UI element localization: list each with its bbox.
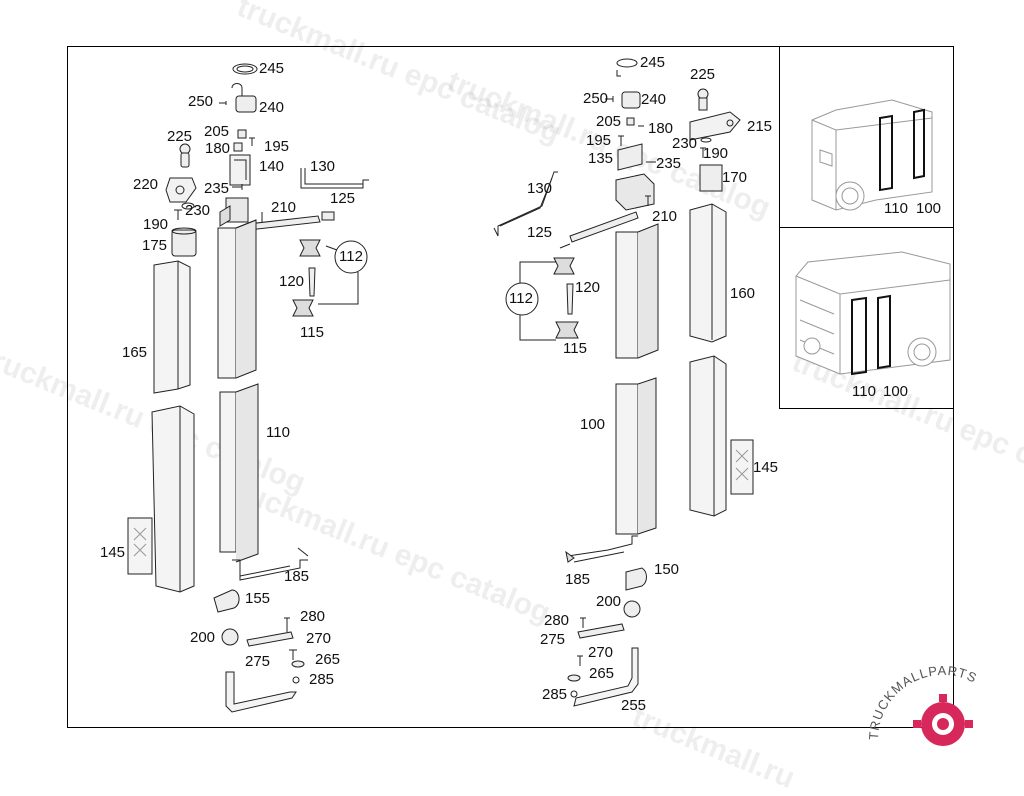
callout-255: 255 (621, 697, 647, 714)
callout-112: 112 (509, 290, 533, 307)
callout-185: 185 (565, 571, 591, 588)
inset-vehicle-view-bottom (779, 227, 954, 409)
callout-220: 220 (133, 176, 159, 193)
inset-bottom-callout-110: 110 (852, 383, 876, 400)
callout-280: 280 (300, 608, 326, 625)
callout-230: 230 (185, 202, 211, 219)
callout-170: 170 (722, 169, 748, 186)
callout-230: 230 (672, 135, 698, 152)
callout-285: 285 (309, 671, 335, 688)
callout-185: 185 (284, 568, 310, 585)
callout-195: 195 (586, 132, 612, 149)
callout-265: 265 (315, 651, 341, 668)
callout-235: 235 (656, 155, 682, 172)
inset-bottom-callout-100: 100 (883, 383, 909, 400)
callout-240: 240 (641, 91, 667, 108)
callout-110: 110 (266, 424, 290, 441)
callout-120: 120 (279, 273, 305, 290)
callout-125: 125 (527, 224, 553, 241)
callout-160: 160 (730, 285, 756, 302)
callout-112: 112 (339, 248, 363, 265)
callout-145: 145 (100, 544, 126, 561)
callout-270: 270 (588, 644, 614, 661)
callout-130: 130 (310, 158, 336, 175)
callout-115: 115 (300, 324, 324, 341)
callout-145: 145 (753, 459, 779, 476)
callout-265: 265 (589, 665, 615, 682)
truckmallparts-logo: TRUCKMALLPARTS (868, 663, 979, 746)
callout-210: 210 (652, 208, 678, 225)
callout-165: 165 (122, 344, 148, 361)
callout-280: 280 (544, 612, 570, 629)
callout-140: 140 (259, 158, 285, 175)
inset-top-callout-100: 100 (916, 200, 942, 217)
callout-275: 275 (540, 631, 566, 648)
callout-215: 215 (747, 118, 773, 135)
gear-icon (913, 694, 973, 746)
callout-250: 250 (188, 93, 214, 110)
callout-235: 235 (204, 180, 230, 197)
callout-245: 245 (259, 60, 285, 77)
callout-275: 275 (245, 653, 271, 670)
parts-drawing (127, 58, 951, 713)
callout-190: 190 (143, 216, 169, 233)
callout-115: 115 (563, 340, 587, 357)
callout-240: 240 (259, 99, 285, 116)
callout-205: 205 (204, 123, 230, 140)
callout-155: 155 (245, 590, 271, 607)
callout-200: 200 (596, 593, 622, 610)
callout-175: 175 (142, 237, 168, 254)
callout-195: 195 (264, 138, 290, 155)
callout-190: 190 (703, 145, 729, 162)
callout-285: 285 (542, 686, 568, 703)
callout-125: 125 (330, 190, 356, 207)
callout-180: 180 (205, 140, 231, 157)
callout-130: 130 (527, 180, 553, 197)
callout-225: 225 (167, 128, 193, 145)
callout-245: 245 (640, 54, 666, 71)
callout-225: 225 (690, 66, 716, 83)
callout-135: 135 (588, 150, 614, 167)
callout-210: 210 (271, 199, 297, 216)
callout-100: 100 (580, 416, 606, 433)
callout-250: 250 (583, 90, 609, 107)
callout-200: 200 (190, 629, 216, 646)
callout-120: 120 (575, 279, 601, 296)
callout-180: 180 (648, 120, 674, 137)
inset-top-callout-110: 110 (884, 200, 908, 217)
callout-150: 150 (654, 561, 680, 578)
callout-270: 270 (306, 630, 332, 647)
callout-205: 205 (596, 113, 622, 130)
